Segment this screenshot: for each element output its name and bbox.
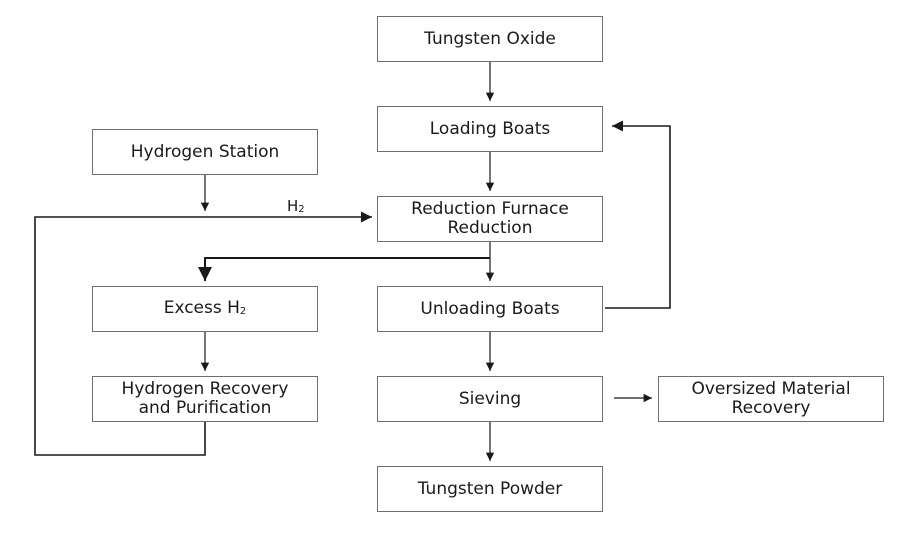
box-excess-h2-sub: 2 [239, 305, 247, 317]
box-oversized-line1: Oversized Material [691, 379, 851, 399]
box-tungsten-powder: Tungsten Powder [377, 466, 603, 512]
box-tungsten-oxide: Tungsten Oxide [377, 16, 603, 62]
arrow-to-excess-h2 [198, 257, 490, 281]
box-sieving-label: Sieving [458, 388, 522, 409]
box-hydrogen-station: Hydrogen Station [92, 129, 318, 175]
boat-return-loop [605, 120, 671, 309]
hydrogen-recycle-loop [34, 211, 372, 456]
box-tungsten-oxide-label: Tungsten Oxide [424, 28, 556, 49]
h2-flow-label: H2 [287, 197, 305, 215]
box-unloading-boats: Unloading Boats [377, 286, 603, 332]
h2-flow-label-sub: 2 [298, 204, 305, 215]
box-hydrogen-recovery: Hydrogen Recovery and Purification [92, 376, 318, 422]
box-hydrogen-recovery-line1: Hydrogen Recovery [121, 379, 289, 399]
box-unloading-boats-label: Unloading Boats [420, 298, 560, 319]
box-reduction-furnace-line2: Reduction [447, 218, 533, 238]
h2-flow-label-text: H [287, 197, 299, 215]
box-oversized-line2: Recovery [731, 398, 811, 418]
box-hydrogen-recovery-line2: and Purification [138, 398, 272, 418]
box-loading-boats-label: Loading Boats [429, 118, 551, 139]
box-excess-h2-label: Excess H2 [163, 297, 247, 320]
box-sieving: Sieving [377, 376, 603, 422]
box-oversized-recovery: Oversized Material Recovery [658, 376, 884, 422]
box-tungsten-powder-label: Tungsten Powder [417, 478, 563, 499]
box-excess-h2: Excess H2 [92, 286, 318, 332]
box-loading-boats: Loading Boats [377, 106, 603, 152]
box-reduction-furnace-line1: Reduction Furnace [411, 199, 569, 219]
box-excess-h2-text: Excess H [163, 297, 240, 318]
box-hydrogen-station-label: Hydrogen Station [130, 141, 280, 162]
box-reduction-furnace: Reduction Furnace Reduction [377, 196, 603, 242]
